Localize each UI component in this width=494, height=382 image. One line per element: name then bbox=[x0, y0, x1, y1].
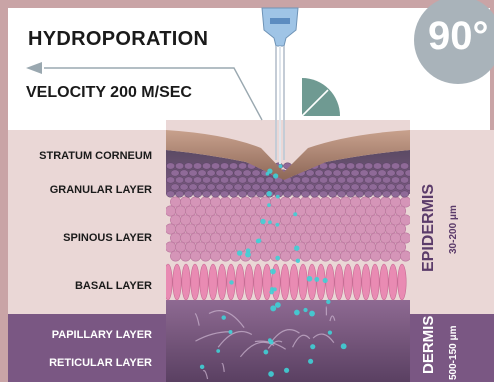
label-papillary-layer: PAPILLARY LAYER bbox=[52, 329, 152, 341]
epidermis-title: EPIDERMIS bbox=[420, 184, 438, 272]
page-title: HYDROPORATION bbox=[28, 28, 208, 51]
syringe-band bbox=[270, 18, 290, 24]
syringe-icon bbox=[262, 8, 298, 46]
arrow-left-icon bbox=[26, 62, 42, 74]
epidermis-range: 30-200 μm bbox=[448, 205, 459, 254]
dermis-range: 500-150 μm bbox=[448, 326, 459, 381]
velocity-label: VELOCITY 200 M/SEC bbox=[26, 84, 192, 102]
dermis-title: DERMIS bbox=[420, 316, 437, 374]
label-basal-layer: BASAL LAYER bbox=[75, 280, 152, 292]
label-spinous-layer: SPINOUS LAYER bbox=[63, 232, 152, 244]
angle-value: 90° bbox=[428, 14, 489, 59]
label-granular-layer: GRANULAR LAYER bbox=[50, 184, 152, 196]
label-reticular-layer: RETICULAR LAYER bbox=[49, 357, 152, 369]
label-stratum-corneum: STRATUM CORNEUM bbox=[39, 150, 152, 162]
